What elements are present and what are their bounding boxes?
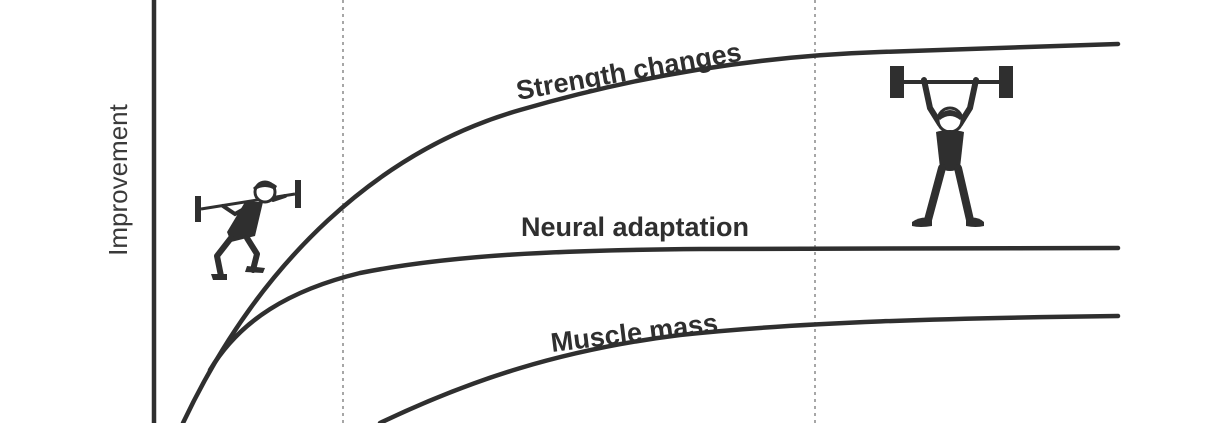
series-line-neural-adaptation — [207, 245, 1121, 373]
series-label-neural-adaptation: Neural adaptation — [521, 212, 749, 242]
series-label-muscle-mass: Muscle mass — [549, 308, 719, 358]
series-label-strength-changes: Strength changes — [514, 37, 744, 106]
series-line-muscle-mass — [377, 313, 1121, 423]
squatting-lifter-icon — [195, 180, 301, 280]
y-axis-label: Improvement — [103, 103, 133, 255]
series-line-strength-changes — [180, 41, 1121, 423]
overhead-lifter-icon — [890, 66, 1013, 227]
